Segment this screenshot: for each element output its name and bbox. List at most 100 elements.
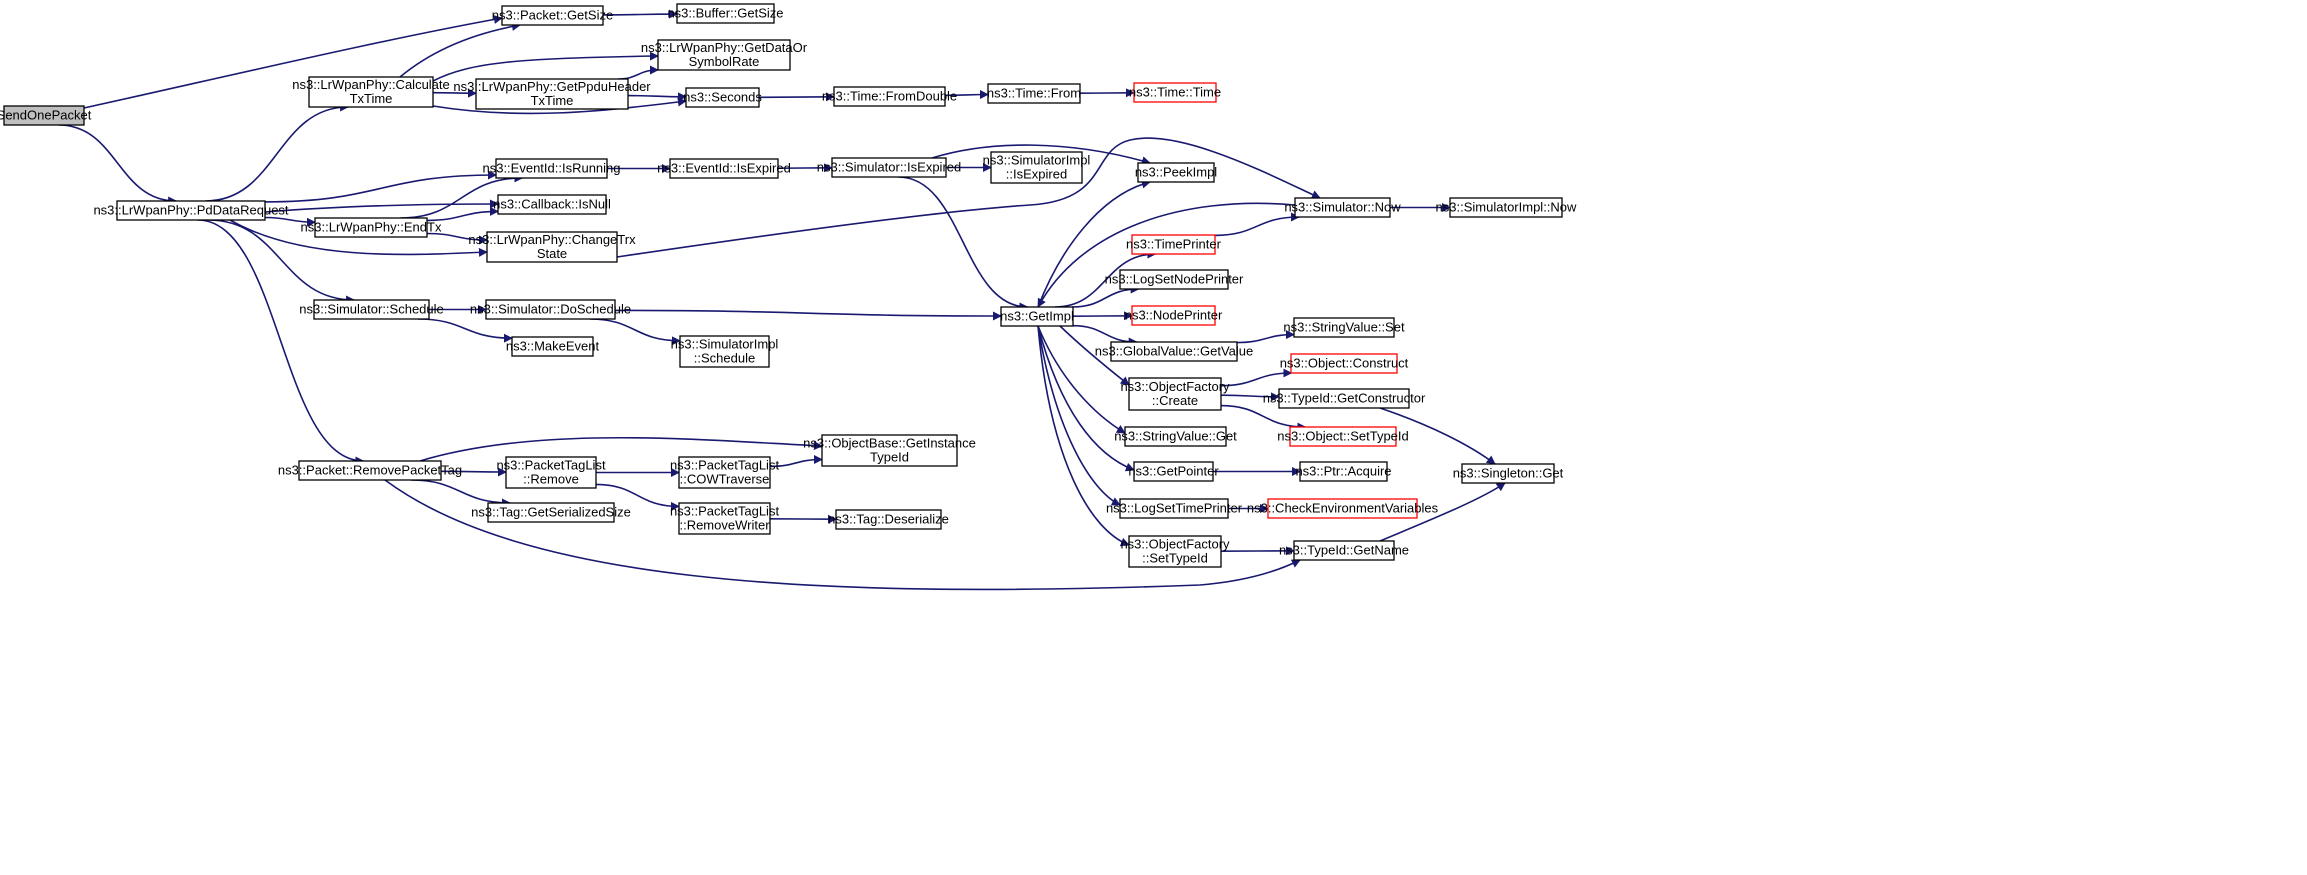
node-box [308, 76, 434, 108]
node-simulatorimpl-is-expired[interactable]: ns3::SimulatorImpl::IsExpired [983, 151, 1091, 184]
node-label: ns3::SimulatorImpl [983, 153, 1091, 168]
node-object-construct[interactable]: ns3::Object::Construct [1280, 353, 1409, 374]
node-packet-tag-list-cow-traverse[interactable]: ns3::PacketTagList::COWTraverse [670, 456, 780, 489]
node-typeid-get-constructor[interactable]: ns3::TypeId::GetConstructor [1263, 388, 1426, 409]
node-packet-tag-list-remove-writer[interactable]: ns3::PacketTagList::RemoveWriter [670, 502, 780, 535]
edge-get-ppdu-header-tx-time-to-get-data-or-symbol-rate [618, 65, 659, 80]
node-simulatorimpl-schedule[interactable]: ns3::SimulatorImpl::Schedule [671, 335, 779, 368]
edge-get-impl-to-time-printer [1054, 249, 1157, 308]
node-singleton-get[interactable]: ns3::Singleton::Get [1453, 463, 1564, 484]
node-tag-deserialize[interactable]: ns3::Tag::Deserialize [828, 509, 949, 530]
node-object-set-type-id[interactable]: ns3::Object::SetTypeId [1277, 426, 1409, 447]
node-label: ns3::LrWpanPhy::GetDataOr [641, 40, 808, 55]
node-box [1461, 463, 1555, 484]
node-simulator-do-schedule[interactable]: ns3::Simulator::DoSchedule [470, 299, 631, 320]
node-tag-get-serialized-size[interactable]: ns3::Tag::GetSerializedSize [471, 502, 631, 523]
node-ptr-acquire[interactable]: ns3::Ptr::Acquire [1295, 461, 1392, 482]
node-box [1289, 426, 1397, 447]
node-box [1124, 426, 1227, 447]
node-get-pointer[interactable]: ns3::GetPointer [1128, 461, 1219, 482]
node-time-from-double[interactable]: ns3::Time::FromDouble [822, 86, 957, 107]
node-label: ns3::PacketTagList [670, 458, 780, 473]
edge-pd-data-request-to-eventid-is-running [264, 170, 497, 203]
node-label: TypeId [870, 450, 909, 465]
node-log-set-node-printer[interactable]: ns3::LogSetNodePrinter [1105, 269, 1244, 290]
node-time-printer[interactable]: ns3::TimePrinter [1126, 234, 1222, 255]
node-box [1131, 305, 1216, 326]
edge-simulator-do-schedule-to-simulatorimpl-schedule [589, 318, 681, 346]
node-remove-packet-tag[interactable]: ns3::Packet::RemovePacketTag [278, 460, 462, 481]
node-label: ::IsExpired [1006, 167, 1067, 182]
node-box [3, 105, 85, 126]
node-log-set-time-printer[interactable]: ns3::LogSetTimePrinter [1106, 498, 1243, 519]
node-label: ns3::NodePrinter [1125, 308, 1223, 323]
node-global-value-get-value[interactable]: ns3::GlobalValue::GetValue [1095, 341, 1254, 362]
node-seconds[interactable]: ns3::Seconds [683, 87, 762, 108]
node-label: ns3::Tag::Deserialize [828, 512, 949, 527]
edge-get-impl-to-object-factory-set-type-id [1037, 325, 1130, 547]
node-eventid-is-running[interactable]: ns3::EventId::IsRunning [482, 158, 621, 179]
node-label: ns3::LrWpanPhy::EndTx [301, 220, 442, 235]
node-simulator-is-expired[interactable]: ns3::Simulator::IsExpired [817, 157, 962, 178]
node-box [485, 299, 616, 320]
node-label: ns3::TypeId::GetConstructor [1263, 391, 1426, 406]
edge-remove-packet-tag-to-typeid-get-name [384, 479, 1301, 591]
node-check-environment-variables[interactable]: ns3::CheckEnvironmentVariables [1247, 498, 1439, 519]
node-packet-tag-list-remove[interactable]: ns3::PacketTagList::Remove [496, 456, 606, 489]
node-object-factory-create[interactable]: ns3::ObjectFactory::Create [1120, 377, 1230, 411]
node-box [1267, 498, 1418, 519]
edge-pd-data-request-to-calculate-tx-time [205, 102, 350, 202]
node-buffer-get-size[interactable]: ns3::Buffer::GetSize [667, 3, 784, 24]
node-packet-get-size[interactable]: ns3::Packet::GetSize [492, 5, 613, 26]
node-make-event[interactable]: ns3::MakeEvent [506, 336, 600, 357]
edge-time-printer-to-simulator-now [1214, 212, 1300, 237]
node-end-tx[interactable]: ns3::LrWpanPhy::EndTx [301, 217, 442, 238]
node-peek-impl[interactable]: ns3::PeekImpl [1135, 162, 1217, 183]
node-simulator-now[interactable]: ns3::Simulator::Now [1284, 197, 1401, 218]
edge-remove-packet-tag-to-packet-tag-list-remove [440, 467, 507, 477]
node-label: ns3::TimePrinter [1126, 237, 1222, 252]
node-label: ns3::ObjectBase::GetInstance [803, 436, 976, 451]
edge-global-value-get-value-to-string-value-set [1236, 330, 1295, 344]
node-eventid-is-expired[interactable]: ns3::EventId::IsExpired [657, 158, 791, 179]
node-box [678, 502, 771, 535]
node-label: ns3::MakeEvent [506, 339, 600, 354]
node-typeid-get-name[interactable]: ns3::TypeId::GetName [1279, 540, 1409, 561]
edge-end-tx-to-eventid-is-running [400, 173, 524, 219]
node-label: TxTime [531, 93, 574, 108]
node-simulator-schedule[interactable]: ns3::Simulator::Schedule [299, 299, 444, 320]
node-box [1293, 540, 1395, 561]
node-box [298, 460, 442, 481]
node-node-printer[interactable]: ns3::NodePrinter [1125, 305, 1223, 326]
edge-pd-data-request-to-simulator-schedule [208, 219, 356, 305]
node-label: ns3::LogSetTimePrinter [1106, 501, 1243, 516]
node-time-from[interactable]: ns3::Time::From [987, 83, 1081, 104]
node-object-factory-set-type-id[interactable]: ns3::ObjectFactory::SetTypeId [1120, 535, 1230, 568]
node-time-time[interactable]: ns3::Time::Time [1129, 82, 1221, 103]
node-send-one-packet[interactable]: SendOnePacket [0, 105, 92, 126]
nodes-layer: SendOnePacket ns3::Packet::GetSize ns3::Bu… [0, 3, 1577, 568]
node-string-value-set[interactable]: ns3::StringValue::Set [1283, 317, 1405, 338]
node-get-impl[interactable]: ns3::GetImpl [1000, 306, 1074, 327]
node-label: ns3::Object::Construct [1280, 356, 1409, 371]
node-string-value-get[interactable]: ns3::StringValue::Get [1114, 426, 1237, 447]
node-label: TxTime [350, 91, 393, 106]
edge-remove-packet-tag-to-tag-get-serialized-size [410, 479, 511, 508]
node-simulatorimpl-now[interactable]: ns3::SimulatorImpl::Now [1436, 197, 1577, 218]
node-box [679, 335, 770, 368]
node-box [1293, 317, 1395, 338]
edge-packet-get-size-to-buffer-get-size [602, 9, 678, 19]
node-label: SymbolRate [689, 54, 760, 69]
node-callback-is-null[interactable]: ns3::Callback::IsNull [493, 194, 611, 215]
node-pd-data-request[interactable]: ns3::LrWpanPhy::PdDataRequest [93, 200, 289, 221]
edge-calculate-tx-time-to-get-ppdu-header-tx-time [432, 88, 477, 98]
node-label: ns3::Simulator::IsExpired [817, 160, 962, 175]
node-box [676, 3, 775, 24]
node-label: ::Remove [523, 472, 579, 487]
node-box [511, 336, 594, 357]
